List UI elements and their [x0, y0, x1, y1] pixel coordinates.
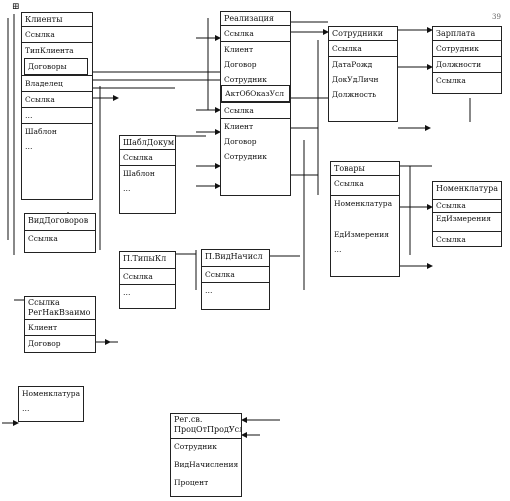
entity-row: ДатаРожд [329, 56, 397, 72]
entity-reg-nak-vzaimoraschety: Ссылка РегНакВзаимо расчеты Клиент Догов… [24, 296, 96, 353]
entity-row: Сотрудник [224, 75, 267, 84]
entity-row: Ссылка [224, 29, 254, 38]
entity-row: Договор [224, 60, 257, 69]
entity-row: Ссылка [332, 44, 362, 53]
entity-row: Владелец [22, 75, 92, 91]
entity-row: Договоры [24, 58, 88, 75]
entity-row: … [22, 107, 92, 123]
entity-row: Ссылка [433, 72, 501, 88]
entity-row: ВидНачисления [174, 460, 239, 469]
entity-sotrudniki: Сотрудники Ссылка ДатаРожд ДокУдЛичн Дол… [328, 26, 398, 122]
page-number: 39 [492, 13, 501, 21]
entity-title: Рег.св. ПроцОтПродУсл [171, 414, 241, 439]
entity-row: ДокУдЛичн [332, 75, 379, 84]
table-plus-icon: ⊞ [12, 2, 20, 12]
entity-title: Сотрудники [329, 27, 397, 41]
entity-vid-dogovorov: ВидДоговоров Ссылка [24, 213, 96, 253]
entity-row: … [25, 142, 33, 151]
entity-realizaciya: Реализация Ссылка Клиент Договор Сотрудн… [220, 11, 291, 196]
entity-row: … [123, 184, 131, 193]
entity-row: Договор [25, 335, 95, 351]
entity-title: ШаблДокум [120, 136, 175, 150]
entity-p-vid-nachisl: П.ВидНачисл Ссылка … [201, 249, 270, 310]
entity-title: П.ВидНачисл [202, 250, 269, 267]
entity-row: Клиент [221, 118, 290, 134]
entity-row: Номенклатура [331, 195, 399, 227]
entity-title: ВидДоговоров [25, 214, 95, 231]
entity-row: Шаблон [22, 123, 92, 139]
entity-p-tipy-kl: П.ТипыКл Ссылка … [119, 251, 176, 309]
entity-row: Должности [433, 56, 501, 72]
entity-row: Сотрудник [174, 442, 217, 451]
entity-row: Ссылка [123, 272, 153, 281]
entity-nomenklatura-bottom: Номенклатура … [18, 386, 84, 422]
entity-tovary: Товары Ссылка Номенклатура ЕдИзмерения … [330, 161, 400, 277]
entity-row: Ссылка [436, 201, 466, 210]
entity-row: Ссылка [28, 234, 58, 243]
entity-row: Шаблон [120, 165, 175, 181]
entity-row: Сотрудник [436, 44, 479, 53]
entity-klienty: Клиенты Ссылка ТипКлиента Договоры Владе… [21, 12, 93, 200]
entity-row: Процент [174, 478, 209, 487]
entity-row: Должность [332, 90, 377, 99]
entity-title: Реализация [221, 12, 290, 26]
entity-title: Товары [331, 162, 399, 176]
entity-row: Ссылка [221, 102, 290, 118]
entity-row: Ссылка [433, 231, 501, 247]
entity-title: Зарплата [433, 27, 501, 41]
entity-row: ТипКлиента [22, 42, 92, 58]
entity-title: Клиенты [22, 13, 92, 27]
entity-row: Клиент [221, 41, 290, 57]
entity-row: ЕдИзмерения [433, 212, 501, 225]
entity-reg-sv-proc: Рег.св. ПроцОтПродУсл Сотрудник ВидНачис… [170, 413, 242, 497]
entity-shabl-dokum: ШаблДокум Ссылка Шаблон … [119, 135, 176, 214]
entity-nomenklatura-right: Номенклатура Ссылка ЕдИзмерения Ссылка [432, 181, 502, 247]
entity-row: Ссылка [334, 179, 364, 188]
entity-row: ЕдИзмерения [334, 230, 389, 239]
entity-row: Сотрудник [224, 152, 267, 161]
entity-row: Ссылка [22, 91, 92, 107]
entity-row: Ссылка [205, 270, 235, 279]
entity-row: АктОбОказУсл [221, 85, 290, 102]
entity-title: Ссылка РегНакВзаимо расчеты [25, 297, 95, 320]
entity-title: П.ТипыКл [120, 252, 175, 269]
entity-row: … [22, 404, 30, 413]
entity-title: Номенклатура [433, 182, 501, 200]
entity-row: Ссылка [25, 30, 55, 39]
entity-row: Клиент [28, 323, 58, 332]
entity-row: Ссылка [123, 153, 153, 162]
entity-row: … [202, 282, 269, 298]
entity-zarplata: Зарплата Сотрудник Должности Ссылка [432, 26, 502, 94]
entity-row: … [120, 284, 175, 300]
entity-title: Номенклатура [22, 389, 81, 398]
entity-row: … [334, 245, 342, 254]
entity-row: Договор [224, 137, 257, 146]
